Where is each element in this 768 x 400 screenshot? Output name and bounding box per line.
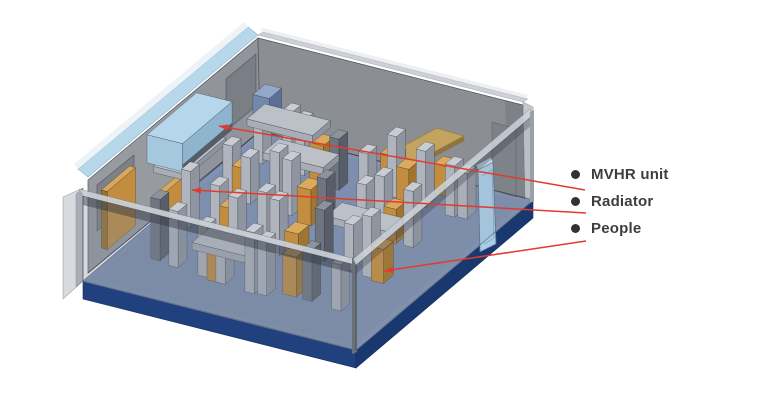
bullet-icon [571,197,580,206]
legend-item-people: People [571,215,669,242]
legend: MVHR unit Radiator People [571,161,669,242]
legend-label-radiator: Radiator [591,193,654,210]
legend-label-people: People [591,220,642,237]
legend-label-mvhr: MVHR unit [591,166,669,183]
legend-item-radiator: Radiator [571,188,669,215]
legend-item-mvhr: MVHR unit [571,161,669,188]
bullet-icon [571,170,580,179]
bullet-icon [571,224,580,233]
